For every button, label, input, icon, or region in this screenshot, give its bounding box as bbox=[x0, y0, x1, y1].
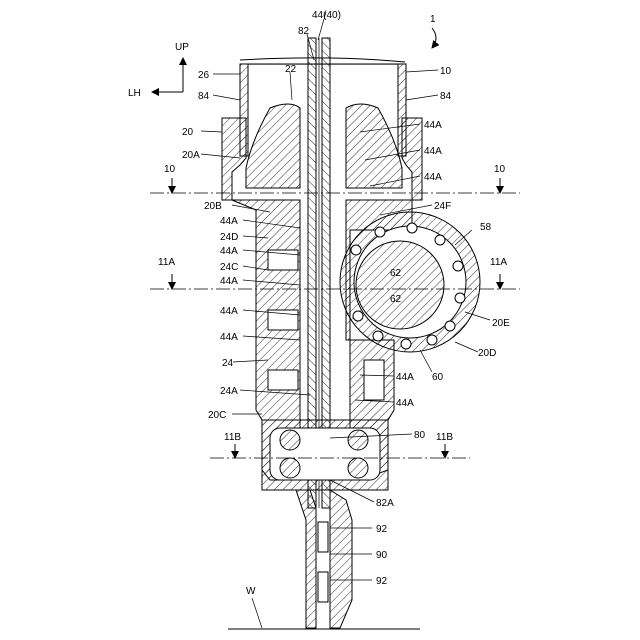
label-44A-r2: 44A bbox=[424, 146, 442, 157]
label-44A-r3: 44A bbox=[424, 172, 442, 183]
label-20E: 20E bbox=[492, 318, 510, 329]
label-rod-44-40: 44(40) bbox=[312, 10, 341, 21]
label-44A-r5: 44A bbox=[396, 398, 414, 409]
label-nut-22: 22 bbox=[285, 64, 297, 75]
label-section-11B-right: 11B bbox=[436, 432, 453, 443]
label-flange-20: 20 bbox=[182, 127, 194, 138]
label-62-b: 62 bbox=[390, 294, 402, 305]
label-92-a: 92 bbox=[376, 524, 388, 535]
label-24D: 24D bbox=[220, 232, 238, 243]
label-24A: 24A bbox=[220, 386, 238, 397]
label-cylinder-26: 26 bbox=[198, 70, 210, 81]
label-section-11B-left: 11B bbox=[224, 432, 241, 443]
label-44A-l1: 44A bbox=[220, 216, 238, 227]
label-section-10-right: 10 bbox=[494, 164, 506, 175]
label-24C: 24C bbox=[220, 262, 238, 273]
label-nozzle-90: 90 bbox=[376, 550, 388, 561]
gear-housing bbox=[340, 212, 480, 352]
label-20A: 20A bbox=[182, 150, 200, 161]
up-label: UP bbox=[175, 42, 189, 53]
label-84-right: 84 bbox=[440, 91, 452, 102]
label-cavity-80: 80 bbox=[414, 430, 426, 441]
label-20C: 20C bbox=[208, 410, 226, 421]
label-section-11A-left: 11A bbox=[158, 257, 175, 268]
label-44A-r1: 44A bbox=[424, 120, 442, 131]
label-92-b: 92 bbox=[376, 576, 388, 587]
direction-indicator bbox=[152, 58, 183, 92]
label-24: 24 bbox=[222, 358, 234, 369]
label-44A-r4: 44A bbox=[396, 372, 414, 383]
figure-reference-arrow bbox=[432, 28, 436, 48]
label-workpiece-W: W bbox=[246, 586, 256, 597]
figure-reference-number: 1 bbox=[430, 14, 436, 25]
label-part-10: 10 bbox=[440, 66, 452, 77]
label-84-left: 84 bbox=[198, 91, 210, 102]
label-tube-82: 82 bbox=[298, 26, 310, 37]
label-24F: 24F bbox=[434, 201, 451, 212]
label-44A-l3: 44A bbox=[220, 276, 238, 287]
label-20D: 20D bbox=[478, 348, 496, 359]
label-44A-l2: 44A bbox=[220, 246, 238, 257]
label-20B: 20B bbox=[204, 201, 222, 212]
label-gear-58: 58 bbox=[480, 222, 492, 233]
nozzle bbox=[296, 490, 352, 628]
label-44A-l4: 44A bbox=[220, 306, 238, 317]
label-section-10-left: 10 bbox=[164, 164, 176, 175]
label-62-a: 62 bbox=[390, 268, 402, 279]
lower-cavity bbox=[262, 420, 388, 490]
label-section-11A-right: 11A bbox=[490, 257, 507, 268]
label-60: 60 bbox=[432, 372, 444, 383]
label-44A-l5: 44A bbox=[220, 332, 238, 343]
lh-label: LH bbox=[128, 88, 141, 99]
label-82A: 82A bbox=[376, 498, 394, 509]
